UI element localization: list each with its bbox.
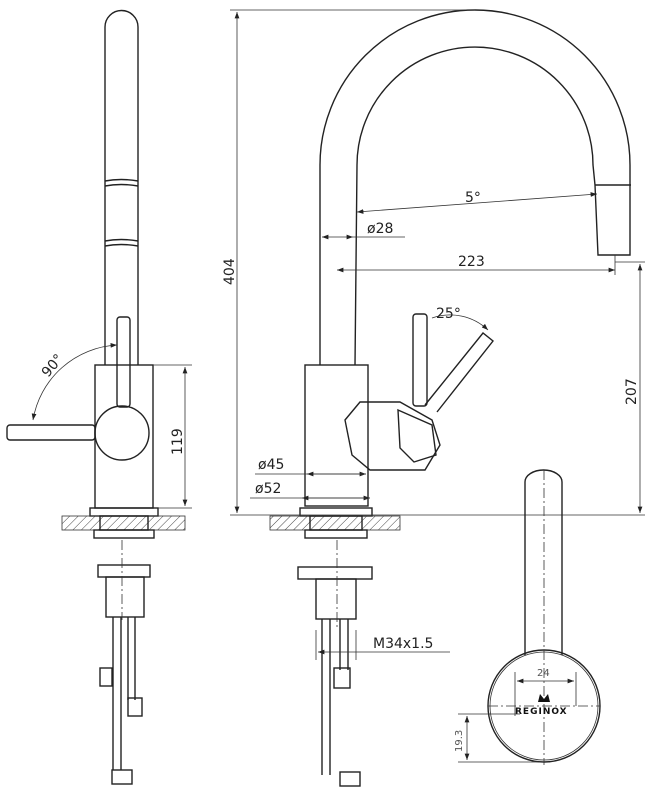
dim-line-body-height bbox=[153, 364, 192, 509]
handle-lever bbox=[412, 313, 428, 407]
gooseneck-spout bbox=[319, 9, 631, 366]
dim-line-reach bbox=[337, 255, 616, 275]
dim-lever-width: 24 bbox=[537, 668, 550, 679]
side-view-front: 404 207 223 ø28 5° 25° ø45 ø52 bbox=[222, 9, 645, 787]
brand-logo: REGINOX bbox=[515, 707, 568, 717]
dim-spout-diameter: ø28 bbox=[367, 221, 393, 237]
faucet-body bbox=[304, 364, 369, 507]
lever-angle-arc bbox=[431, 314, 489, 331]
handle-hub bbox=[94, 405, 150, 461]
lever-shaft bbox=[524, 469, 563, 655]
handle-lever-tilted bbox=[424, 332, 494, 413]
dim-lever-angle: 25° bbox=[436, 306, 461, 322]
faucet-body bbox=[94, 364, 154, 509]
dim-base-diameter: ø52 bbox=[255, 481, 281, 497]
dim-lever-offset: 19.3 bbox=[454, 730, 465, 752]
rotation-arc bbox=[31, 342, 118, 421]
dim-reach: 223 bbox=[458, 254, 485, 270]
spout-tube bbox=[104, 9, 139, 365]
dim-line-spout-angle bbox=[356, 192, 598, 214]
side-view-left: 90° 119 bbox=[6, 9, 192, 785]
dim-spout-clearance: 207 bbox=[624, 378, 640, 405]
dim-line-lever-width bbox=[514, 672, 577, 716]
handle-block-tilted bbox=[397, 408, 437, 463]
washer bbox=[304, 529, 368, 539]
dim-spout-angle: 5° bbox=[465, 190, 481, 206]
handle-lever-side bbox=[6, 424, 96, 441]
dim-line-total-height bbox=[230, 9, 645, 516]
fixing-plate bbox=[97, 564, 151, 578]
countertop-section bbox=[61, 515, 186, 531]
fixing-nut bbox=[105, 576, 145, 618]
dim-thread: M34x1.5 bbox=[373, 636, 433, 652]
handle-lever-up bbox=[116, 316, 131, 408]
dim-line-thread bbox=[315, 630, 450, 660]
dim-body-diameter: ø45 bbox=[258, 457, 284, 473]
base-plate bbox=[89, 507, 159, 517]
supply-hoses bbox=[99, 617, 143, 785]
dim-line-spout-clearance bbox=[615, 261, 645, 513]
fixing-nut bbox=[315, 578, 357, 620]
countertop-section bbox=[269, 515, 401, 531]
dim-handle-rotation: 90° bbox=[39, 351, 67, 380]
dim-body-height: 119 bbox=[170, 428, 186, 455]
washer bbox=[93, 529, 155, 539]
lever-top-view: 24 REGINOX 19.3 bbox=[454, 469, 601, 765]
dim-line-lever-offset bbox=[458, 713, 544, 763]
dim-total-height: 404 bbox=[222, 258, 238, 285]
supply-hoses bbox=[321, 619, 361, 787]
fixing-plate bbox=[297, 566, 373, 580]
handle-block bbox=[344, 401, 441, 471]
crown-logo-icon bbox=[538, 694, 550, 702]
spout-bands bbox=[104, 178, 139, 247]
